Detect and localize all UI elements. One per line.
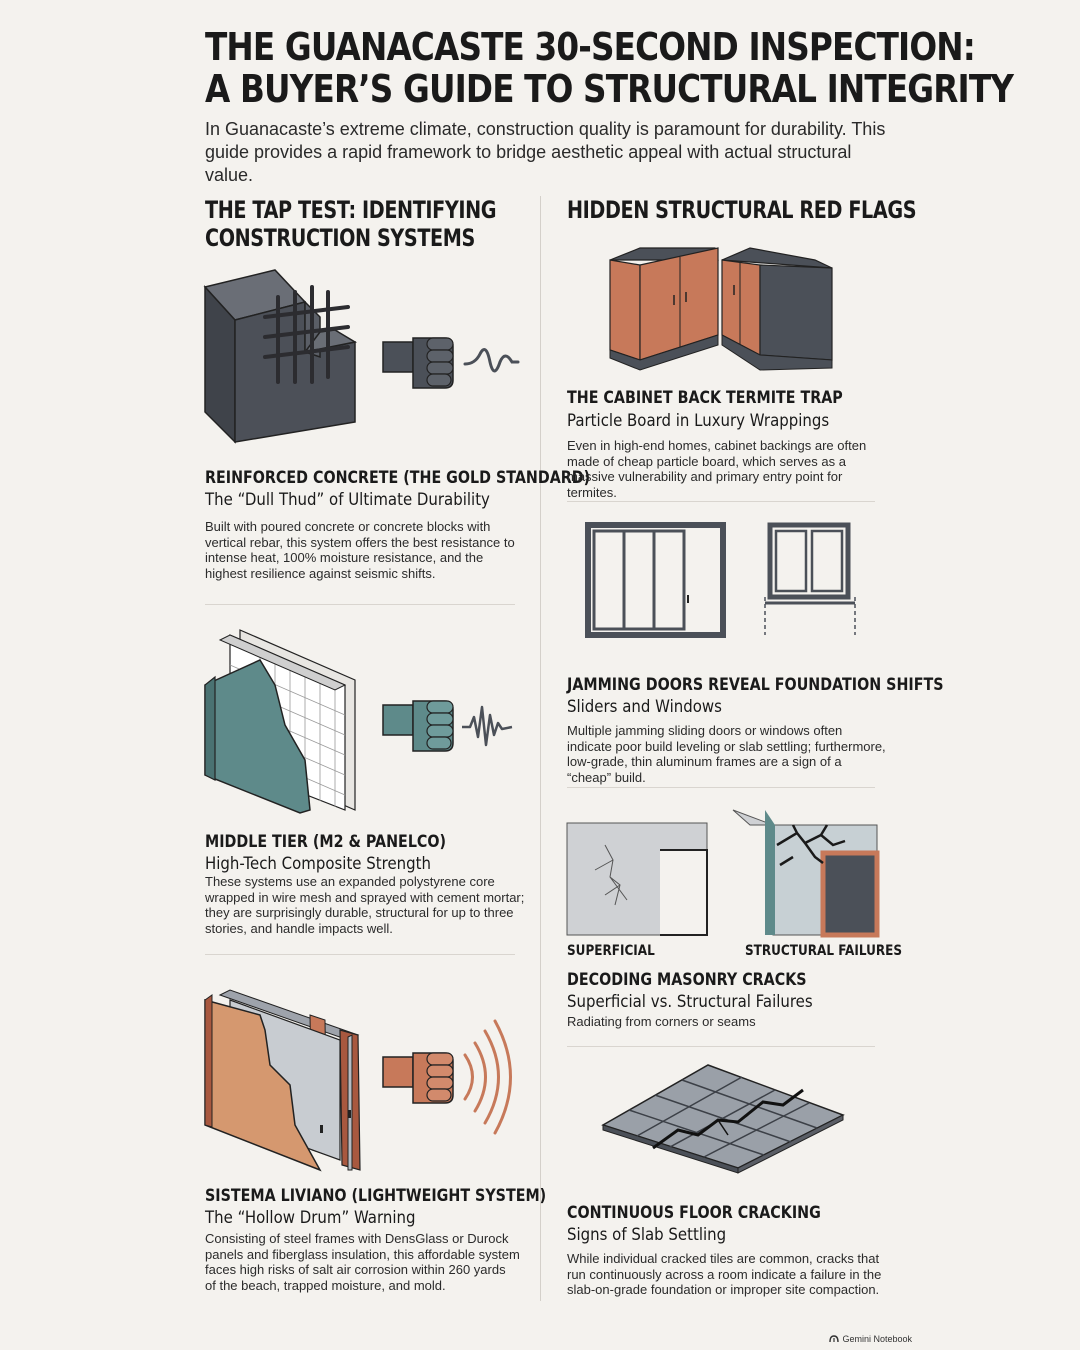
composite-title: MIDDLE TIER (M2 & PANELCO) [205,832,447,852]
fist-icon [382,337,454,389]
masonry-body: Radiating from corners or seams [567,1014,756,1029]
footer-brand: Gemini Notebook [829,1334,912,1344]
left-section-heading: THE TAP TEST: IDENTIFYING CONSTRUCTION S… [205,196,497,252]
concrete-title: REINFORCED CONCRETE (THE GOLD STANDARD) [205,468,591,488]
title-line-1: THE GUANACASTE 30-SECOND INSPECTION: [205,25,976,69]
fist-icon [382,700,454,752]
steel-frame-illustration [204,989,512,1172]
composite-panel-illustration [204,629,513,814]
doors-body: Multiple jamming sliding doors or window… [567,723,886,785]
masonry-subtitle: Superficial vs. Structural Failures [567,992,813,1012]
lightweight-body: Consisting of steel frames with DensGlas… [205,1231,520,1293]
floor-crack-illustration [601,1064,845,1174]
footer-brand-label: Gemini Notebook [842,1334,912,1344]
right-divider-2 [567,787,875,788]
vibration-wave-icon [462,705,513,747]
doors-subtitle: Sliders and Windows [567,697,722,717]
sliding-door-illustration [585,522,856,638]
intro-text: In Guanacaste’s extreme climate, constru… [205,119,886,185]
cabinet-subtitle: Particle Board in Luxury Wrappings [567,411,830,431]
reinforced-concrete-illustration [203,269,520,444]
column-divider [540,196,541,1301]
right-section-heading: HIDDEN STRUCTURAL RED FLAGS [567,196,917,224]
left-heading-line-1: THE TAP TEST: IDENTIFYING [205,196,497,224]
cabinet-illustration [609,247,833,371]
dull-thud-wave-icon [463,348,520,373]
lightweight-subtitle: The “Hollow Drum” Warning [205,1208,416,1228]
composite-body: These systems use an expanded polystyren… [205,874,525,936]
structural-label: STRUCTURAL FAILURES [745,943,903,959]
floor-title: CONTINUOUS FLOOR CRACKING [567,1203,821,1223]
right-divider-1 [567,501,875,502]
lightweight-title: SISTEMA LIVIANO (LIGHTWEIGHT SYSTEM) [205,1186,547,1206]
concrete-body: Built with poured concrete or concrete b… [205,519,515,581]
floor-body: While individual cracked tiles are commo… [567,1251,882,1297]
left-divider-1 [205,604,515,605]
cabinet-title: THE CABINET BACK TERMITE TRAP [567,388,843,408]
left-divider-2 [205,954,515,955]
masonry-title: DECODING MASONRY CRACKS [567,970,807,990]
superficial-label: SUPERFICIAL [567,943,655,959]
title-line-2: A BUYER’S GUIDE TO STRUCTURAL INTEGRITY [205,67,1014,111]
doors-title: JAMMING DOORS REVEAL FOUNDATION SHIFTS [567,675,944,695]
cabinet-body: Even in high-end homes, cabinet backings… [567,438,867,500]
hollow-echo-icon [463,1019,512,1135]
page-title: THE GUANACASTE 30-SECOND INSPECTION: A B… [205,25,1014,111]
concrete-subtitle: The “Dull Thud” of Ultimate Durability [205,490,490,510]
composite-subtitle: High-Tech Composite Strength [205,854,431,874]
notebook-logo-icon [829,1335,840,1343]
fist-icon [382,1052,454,1104]
left-heading-line-2: CONSTRUCTION SYSTEMS [205,224,475,252]
masonry-crack-illustration [566,809,880,938]
floor-subtitle: Signs of Slab Settling [567,1225,727,1245]
right-divider-3 [567,1046,875,1047]
